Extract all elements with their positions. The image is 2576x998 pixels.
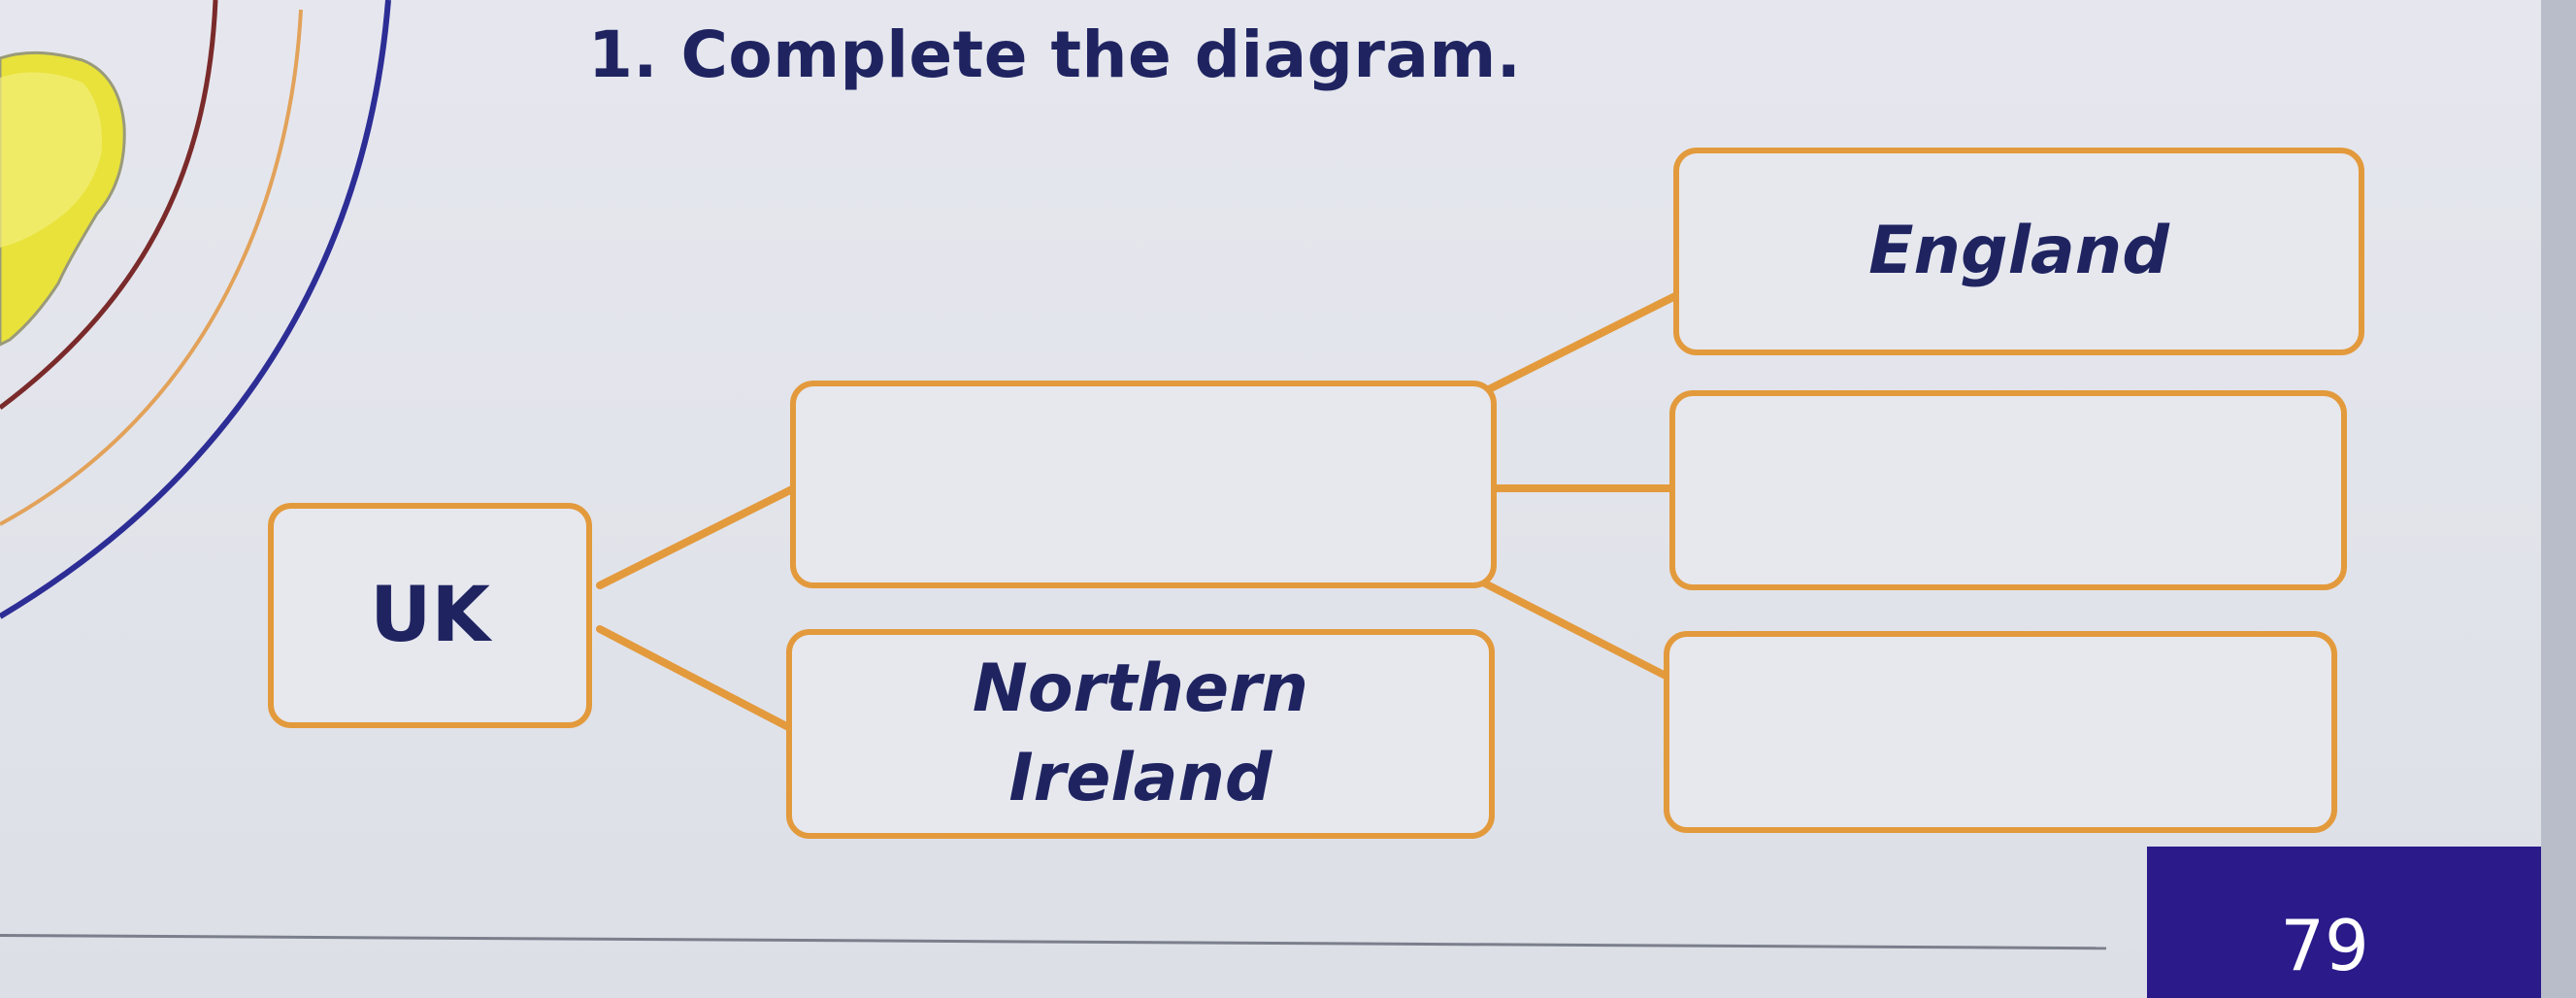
connector-gb-england	[1479, 290, 1683, 396]
map-decoration	[0, 0, 391, 619]
orange-arc	[0, 9, 303, 526]
node-blank-middle[interactable]	[790, 381, 1497, 588]
node-england: England	[1673, 148, 2364, 355]
page-number: 79	[2280, 905, 2369, 986]
node-uk-label: UK	[370, 572, 490, 659]
page-edge	[2541, 0, 2576, 998]
node-northern-ireland-label: Northern Ireland	[972, 650, 1309, 816]
brown-arc	[0, 0, 218, 410]
connector-uk-ni	[596, 625, 798, 734]
node-uk: UK	[268, 503, 592, 728]
node-blank-right-3[interactable]	[1664, 631, 2337, 833]
node-england-label: England	[1868, 213, 2169, 290]
connector-gb-blank3	[1479, 579, 1669, 680]
connector-uk-gb	[596, 484, 798, 589]
exercise-title: 1. Complete the diagram.	[588, 17, 1522, 92]
blue-arc	[0, 0, 391, 619]
page-number-badge: 79	[2147, 847, 2541, 998]
node-blank-right-2[interactable]	[1669, 390, 2347, 590]
map-highlight	[0, 72, 103, 248]
node-northern-ireland: Northern Ireland	[786, 629, 1495, 839]
